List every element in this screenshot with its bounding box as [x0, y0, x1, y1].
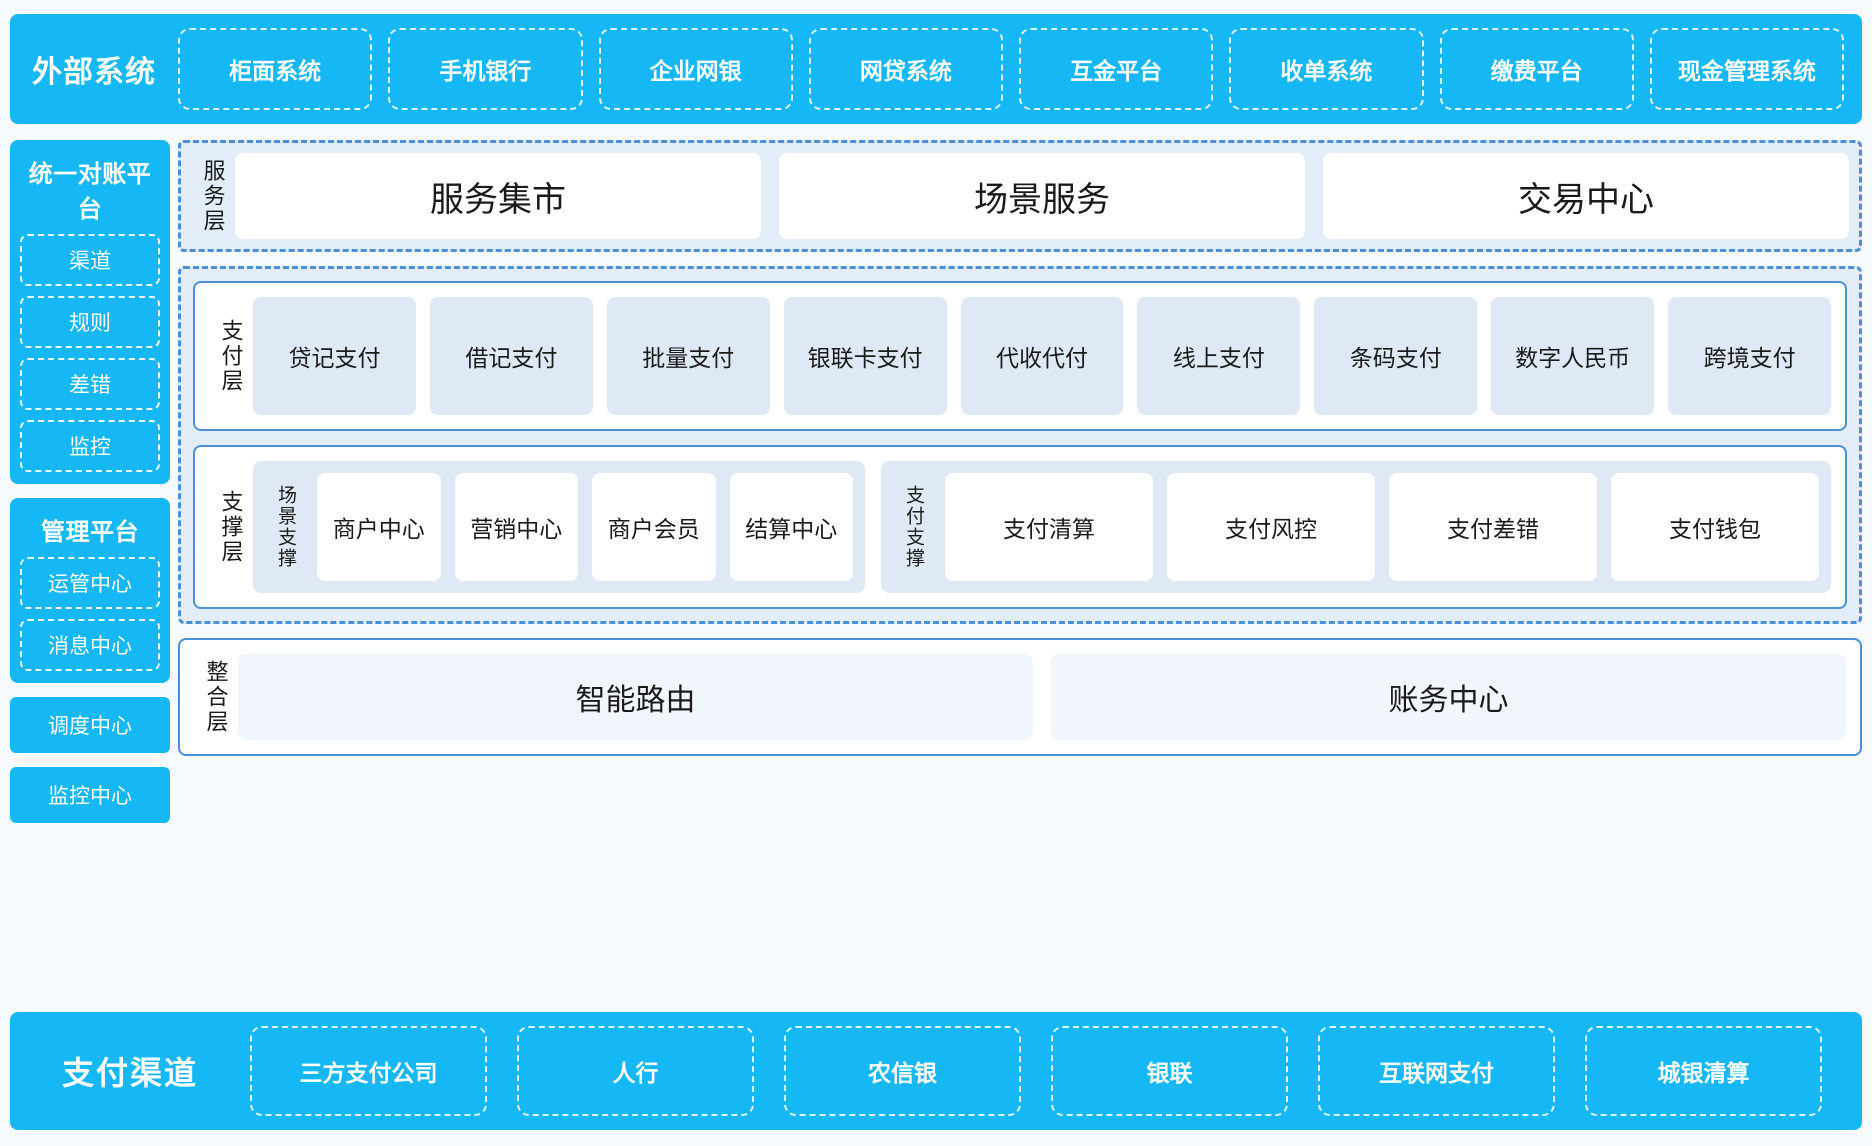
- service-layer-cards: 服务集市 场景服务 交易中心: [235, 153, 1849, 239]
- paysupport-card-error[interactable]: 支付差错: [1389, 473, 1597, 581]
- external-system-chip[interactable]: 现金管理系统: [1649, 28, 1844, 110]
- payment-card-collection-payment[interactable]: 代收代付: [960, 297, 1124, 415]
- scene-card-merchant-center[interactable]: 商户中心: [317, 473, 441, 581]
- payment-channels-title: 支付渠道: [61, 1055, 198, 1091]
- support-layer-groups: 场景支撑 商户中心 营销中心 商户会员 结算中心 支付支撑 支付清算: [253, 461, 1831, 593]
- reconciliation-item-error[interactable]: 差错: [20, 358, 160, 410]
- external-system-chip[interactable]: 收单系统: [1229, 28, 1424, 110]
- payment-layer-row: 支付层 贷记支付 借记支付 批量支付 银联卡支付 代收代付 线上支付 条码支付 …: [209, 297, 1832, 415]
- payment-channel-third-party[interactable]: 三方支付公司: [250, 1026, 487, 1116]
- payment-channels-list: 三方支付公司 人行 农信银 银联 互联网支付 城银清算: [250, 1026, 1822, 1116]
- reconciliation-item-monitor[interactable]: 监控: [20, 420, 160, 472]
- payment-card-cross-border[interactable]: 跨境支付: [1668, 297, 1832, 415]
- external-system-chip[interactable]: 柜面系统: [178, 28, 373, 110]
- payment-channel-internet[interactable]: 互联网支付: [1318, 1026, 1555, 1116]
- integration-layer-label: 整合层: [203, 659, 229, 735]
- integration-layer-box: 整合层 智能路由 账务中心: [178, 638, 1862, 756]
- sidebar: 统一对账平台 渠道 规则 差错 监控 管理平台 运管中心 消息中心 调度中心 监…: [10, 140, 170, 837]
- payment-card-digital-rmb[interactable]: 数字人民币: [1491, 297, 1655, 415]
- scene-support-cards: 商户中心 营销中心 商户会员 结算中心: [317, 473, 853, 581]
- service-card-marketplace[interactable]: 服务集市: [235, 153, 761, 239]
- management-item-message-center[interactable]: 消息中心: [20, 619, 160, 671]
- integration-card-accounting-center[interactable]: 账务中心: [1051, 654, 1846, 740]
- support-layer-label: 支撑层: [218, 489, 244, 565]
- service-layer-label: 服务层: [200, 158, 226, 234]
- payment-channel-unionpay[interactable]: 银联: [1051, 1026, 1288, 1116]
- monitoring-center-block[interactable]: 监控中心: [10, 767, 170, 823]
- payment-support-cards: 支付清算 支付风控 支付差错 支付钱包: [945, 473, 1819, 581]
- management-item-operations-center[interactable]: 运管中心: [20, 557, 160, 609]
- payment-card-online[interactable]: 线上支付: [1137, 297, 1301, 415]
- payment-layer-cards: 贷记支付 借记支付 批量支付 银联卡支付 代收代付 线上支付 条码支付 数字人民…: [253, 297, 1832, 415]
- scene-support-group: 场景支撑 商户中心 营销中心 商户会员 结算中心: [253, 461, 865, 593]
- payment-card-credit[interactable]: 贷记支付: [253, 297, 416, 415]
- payment-card-debit[interactable]: 借记支付: [429, 297, 593, 415]
- management-platform-title: 管理平台: [41, 519, 139, 546]
- payment-support-label: 支付支撑: [902, 485, 924, 569]
- payment-layer-box: 支付层 贷记支付 借记支付 批量支付 银联卡支付 代收代付 线上支付 条码支付 …: [193, 281, 1847, 431]
- payment-layer-label: 支付层: [218, 318, 244, 394]
- payment-channel-city-bank-clearing[interactable]: 城银清算: [1585, 1026, 1822, 1116]
- payment-support-group: 支付层 贷记支付 借记支付 批量支付 银联卡支付 代收代付 线上支付 条码支付 …: [178, 266, 1862, 624]
- reconciliation-item-channel[interactable]: 渠道: [20, 234, 160, 286]
- service-card-scenario[interactable]: 场景服务: [779, 153, 1305, 239]
- scheduling-center-block[interactable]: 调度中心: [10, 697, 170, 753]
- paysupport-card-clearing[interactable]: 支付清算: [945, 473, 1153, 581]
- reconciliation-platform-title: 统一对账平台: [28, 161, 152, 223]
- paysupport-card-risk-control[interactable]: 支付风控: [1167, 473, 1375, 581]
- external-system-chip[interactable]: 互金平台: [1019, 28, 1214, 110]
- external-system-chip[interactable]: 缴费平台: [1439, 28, 1634, 110]
- reconciliation-platform-panel: 统一对账平台 渠道 规则 差错 监控: [10, 140, 170, 484]
- payment-channel-rcc[interactable]: 农信银: [784, 1026, 1021, 1116]
- scene-card-merchant-member[interactable]: 商户会员: [592, 473, 716, 581]
- external-system-chip[interactable]: 网贷系统: [808, 28, 1003, 110]
- service-layer-row: 服务层 服务集市 场景服务 交易中心: [191, 153, 1849, 239]
- integration-card-smart-routing[interactable]: 智能路由: [238, 654, 1033, 740]
- reconciliation-item-rule[interactable]: 规则: [20, 296, 160, 348]
- external-systems-title: 外部系统: [32, 56, 156, 89]
- payment-card-unionpay[interactable]: 银联卡支付: [783, 297, 947, 415]
- external-systems-bar: 外部系统 柜面系统 手机银行 企业网银 网贷系统 互金平台 收单系统 缴费平台 …: [10, 14, 1862, 124]
- main-architecture-column: 服务层 服务集市 场景服务 交易中心 支付层 贷记支付 借记支付 批量支付 银联…: [178, 140, 1862, 756]
- scene-support-label: 场景支撑: [274, 485, 296, 569]
- external-system-chip[interactable]: 手机银行: [388, 28, 583, 110]
- service-layer-group: 服务层 服务集市 场景服务 交易中心: [178, 140, 1862, 252]
- payment-card-batch[interactable]: 批量支付: [606, 297, 770, 415]
- scene-card-marketing-center[interactable]: 营销中心: [454, 473, 578, 581]
- scene-card-settlement-center[interactable]: 结算中心: [729, 473, 853, 581]
- external-system-chip[interactable]: 企业网银: [598, 28, 793, 110]
- payment-support-group-inner: 支付支撑 支付清算 支付风控 支付差错 支付钱包: [881, 461, 1831, 593]
- integration-layer-row: 整合层 智能路由 账务中心: [194, 654, 1846, 740]
- payment-card-barcode[interactable]: 条码支付: [1314, 297, 1478, 415]
- payment-channels-bar: 支付渠道 三方支付公司 人行 农信银 银联 互联网支付 城银清算: [10, 1012, 1862, 1130]
- integration-layer-cards: 智能路由 账务中心: [238, 654, 1846, 740]
- support-layer-box: 支撑层 场景支撑 商户中心 营销中心 商户会员 结算中心: [193, 445, 1847, 609]
- support-layer-row: 支撑层 场景支撑 商户中心 营销中心 商户会员 结算中心: [209, 461, 1831, 593]
- service-card-transaction-center[interactable]: 交易中心: [1323, 153, 1849, 239]
- payment-channel-pboc[interactable]: 人行: [517, 1026, 754, 1116]
- paysupport-card-wallet[interactable]: 支付钱包: [1611, 473, 1819, 581]
- management-platform-panel: 管理平台 运管中心 消息中心: [10, 498, 170, 683]
- external-systems-list: 柜面系统 手机银行 企业网银 网贷系统 互金平台 收单系统 缴费平台 现金管理系…: [178, 28, 1844, 110]
